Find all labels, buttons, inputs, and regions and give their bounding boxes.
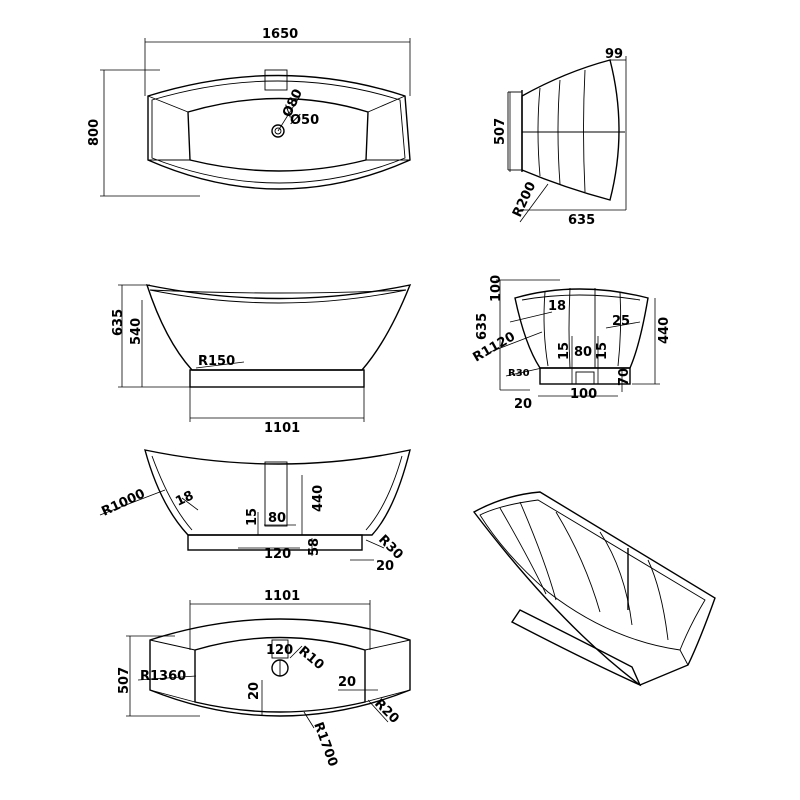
ls-wall-label: 18	[173, 488, 196, 509]
long-section: R1000 18 15 80 440 120 58 R30 20	[99, 449, 411, 574]
ls-d58-label: 58	[307, 538, 322, 556]
ls-d80-label: 80	[268, 511, 286, 526]
es-right-height-label: 440	[657, 317, 672, 344]
side-total-height-label: 635	[111, 309, 126, 336]
top-width-label: 1650	[262, 27, 298, 42]
bv-d20b-label: 20	[338, 675, 356, 690]
side-inner-height-label: 540	[129, 318, 144, 345]
es-d1-label: 15	[557, 342, 572, 360]
perspective-view	[472, 491, 716, 687]
ls-d15-label: 15	[245, 508, 260, 526]
side-base-length-label: 1101	[264, 421, 300, 436]
es-radius-inner-label: 25	[612, 314, 630, 329]
bv-d120-label: 120	[266, 643, 293, 658]
top-height-label: 800	[87, 119, 102, 146]
end-top-label: 99	[605, 47, 623, 62]
ls-depth-label: 440	[311, 485, 326, 512]
es-d2-label: 80	[574, 345, 592, 360]
ls-d120-label: 120	[264, 547, 291, 562]
bv-r10-label: R10	[295, 644, 326, 674]
es-d4-label: R30	[508, 368, 530, 379]
bottom-view: 1101 507 R1360 120 R10 20 20 R20 R1700	[117, 589, 411, 769]
ls-d20-label: 20	[376, 559, 394, 574]
side-radius-label: R150	[198, 354, 235, 369]
top-dia-inner-label: Ø50	[290, 113, 319, 128]
bv-d20a-label: 20	[247, 682, 262, 700]
bv-r20-label: R20	[371, 696, 401, 726]
bv-r1700-label: R1700	[310, 720, 340, 769]
es-top-label: 100	[489, 275, 504, 302]
es-d5-label: 70	[617, 368, 632, 386]
end-depth-label: 635	[568, 213, 595, 228]
end-section: 100 635 18 25 R1120 440 15 80 15 R30 70 …	[471, 275, 673, 412]
es-total-label: 635	[475, 313, 490, 340]
top-view: 1650 800 Ø80 Ø50	[87, 27, 411, 197]
bv-length-label: 1101	[264, 589, 300, 604]
end-view: 99 507 R200 635	[493, 47, 627, 228]
es-d6-label: 20	[514, 397, 532, 412]
end-radius-label: R200	[510, 180, 539, 220]
es-d3-label: 15	[595, 342, 610, 360]
side-view: 635 540 R150 1101	[111, 284, 412, 436]
ls-radius-label: R1000	[99, 487, 147, 520]
es-d7-label: 100	[570, 387, 597, 402]
es-wall-label: 18	[548, 299, 566, 314]
end-height-label: 507	[493, 118, 508, 145]
bv-r1360-label: R1360	[140, 669, 186, 684]
bv-width-label: 507	[117, 667, 132, 694]
